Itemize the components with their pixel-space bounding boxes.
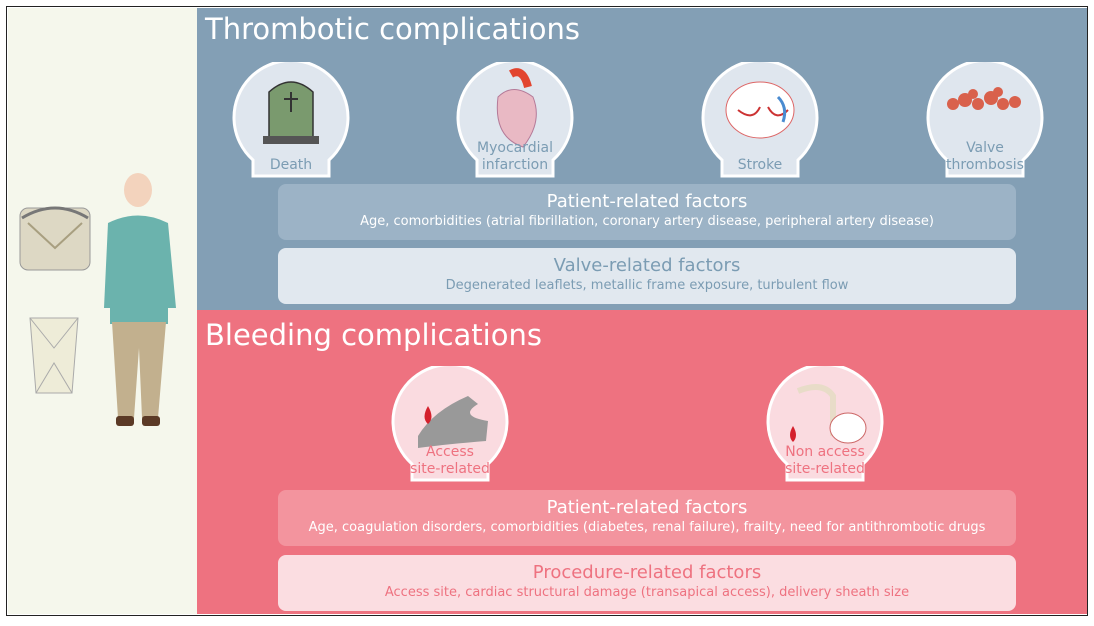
description: Age, coagulation disorders, comorbiditie… <box>308 520 986 535</box>
label: thrombosis <box>946 157 1024 173</box>
description: Degenerated leaflets, metallic frame exp… <box>445 278 849 293</box>
bleeding-title: Bleeding complications <box>205 318 542 352</box>
thrombotic-valve-factors: Valve-related factors Degenerated leafle… <box>278 248 1016 304</box>
thrombotic-patient-factors: Patient-related factors Age, comorbiditi… <box>278 184 1016 240</box>
label: Non access <box>785 444 865 460</box>
thrombotic-panel: Thrombotic complications Death Myocardia… <box>197 8 1087 310</box>
label: Access <box>426 444 474 460</box>
label: Valve <box>966 140 1004 156</box>
heading: Procedure-related factors <box>532 562 762 583</box>
figure-border <box>6 6 1088 616</box>
heart-icon <box>496 68 537 148</box>
heading: Patient-related factors <box>546 191 748 212</box>
outcome-stroke: Stroke <box>698 62 822 180</box>
label: infarction <box>481 157 549 173</box>
thrombus-icon <box>947 87 1021 110</box>
bleeding-patient-factors: Patient-related factors Age, coagulation… <box>278 490 1016 546</box>
bleeding-procedure-factors: Procedure-related factors Access site, c… <box>278 555 1016 611</box>
outcome-death: Death <box>229 62 353 180</box>
elderly-man-figure <box>104 173 176 426</box>
description: Access site, cardiac structural damage (… <box>384 585 910 600</box>
valve-icon <box>19 206 91 271</box>
label: Death <box>269 157 313 173</box>
thrombotic-title: Thrombotic complications <box>205 12 580 46</box>
description: Age, comorbidities (atrial fibrillation,… <box>360 214 934 229</box>
label: Myocardial <box>477 140 553 156</box>
brain-icon <box>725 81 795 139</box>
tombstone-icon <box>263 81 319 144</box>
label: site-related <box>785 461 865 477</box>
stent-valve-icon <box>29 317 79 394</box>
patient-and-valves-illustration <box>19 173 176 426</box>
blood-vessel-icon <box>418 396 488 448</box>
patient-illustration-panel <box>8 8 197 614</box>
colon-brain-icon <box>790 384 867 444</box>
label: Stroke <box>737 157 783 173</box>
heading: Patient-related factors <box>546 497 748 518</box>
label: site-related <box>410 461 490 477</box>
heading: Valve-related factors <box>553 255 741 276</box>
